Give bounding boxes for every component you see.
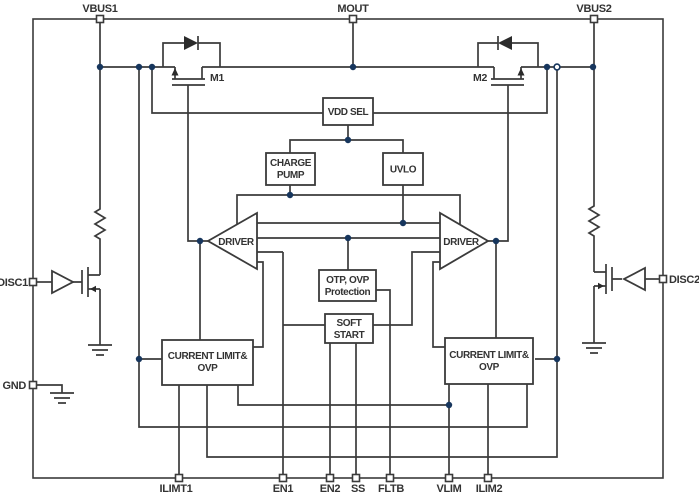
softstart-driver2-wire xyxy=(373,251,440,326)
pin-label-vbus1: VBUS1 xyxy=(82,3,117,15)
terminal-fltb xyxy=(385,473,395,483)
terminal-disc1 xyxy=(28,277,38,287)
m2-label: M2 xyxy=(473,72,487,84)
cl-right-label-2: OVP xyxy=(479,362,500,373)
charge-pump-label-2: PUMP xyxy=(277,170,305,181)
pin-label-gnd: GND xyxy=(2,380,26,392)
m1-symbol xyxy=(172,67,205,86)
pin-label-vlim: VLIM xyxy=(436,483,461,495)
block-driver-right: DRIVER xyxy=(439,211,490,271)
pin-label-en1: EN1 xyxy=(273,483,294,495)
disc1-buffer-icon xyxy=(51,269,75,295)
cl-right-label-1: CURRENT LIMIT& xyxy=(449,350,529,361)
m2-body-diode-loop xyxy=(477,42,539,67)
m2-source-arrow-icon xyxy=(517,68,525,76)
vdd-sel-label: VDD SEL xyxy=(328,107,369,118)
ground-icon-gnd-pin xyxy=(50,392,74,404)
pin-label-en2: EN2 xyxy=(320,483,341,495)
block-soft-start: SOFT START xyxy=(324,313,374,344)
discharge-circuit-left xyxy=(36,267,112,356)
open-junction-icon xyxy=(553,63,561,71)
vbus2-sense-wire xyxy=(206,67,558,458)
cl-left-label-2: OVP xyxy=(198,363,219,374)
terminals: VBUS1 MOUT VBUS2 DISC1 GND DISC2 ILIMT1 … xyxy=(0,3,699,495)
charge-pump-output-wire xyxy=(236,185,461,224)
m1-source-arrow-icon xyxy=(171,68,179,76)
driver1-cl-wire xyxy=(253,261,264,348)
soft-start-label-1: SOFT xyxy=(336,318,361,329)
gnd-pin-circuit xyxy=(36,384,74,404)
soft-start-label-2: START xyxy=(334,330,365,341)
terminal-vbus1 xyxy=(95,14,105,24)
pin-label-disc1: DISC1 xyxy=(0,277,28,289)
discharge-fet-left xyxy=(73,267,100,297)
m1-gate-wire xyxy=(187,85,208,242)
vbus1-sense-wire xyxy=(138,67,528,428)
disc2-buffer-icon xyxy=(622,266,646,292)
discharge-circuit-right xyxy=(582,264,660,354)
terminal-disc2 xyxy=(658,274,668,284)
otp-label-2: Protection xyxy=(325,287,371,298)
discharge-fet-right-arrow-icon xyxy=(598,282,604,290)
block-vdd-sel: VDD SEL xyxy=(322,97,374,126)
discharge-resistor-right xyxy=(587,202,601,240)
ic-boundary xyxy=(32,18,664,479)
discharge-fet-right xyxy=(594,264,622,294)
m1-body-diode-loop xyxy=(162,42,221,67)
m2-symbol xyxy=(491,67,524,86)
terminal-vlim xyxy=(444,473,454,483)
charge-pump-label-1: CHARGE xyxy=(270,158,312,169)
terminal-mout xyxy=(348,14,358,24)
terminal-ilim2 xyxy=(483,473,493,483)
wires xyxy=(93,19,601,478)
m1-label: M1 xyxy=(210,72,224,84)
ground-icon-left-fet xyxy=(88,344,112,356)
fltb-wire xyxy=(376,289,391,478)
driver2-cl-wire xyxy=(432,261,445,348)
ground-icon-right-fet xyxy=(582,342,606,354)
uvlo-label: UVLO xyxy=(390,165,417,176)
block-current-limit-left: CURRENT LIMIT& OVP xyxy=(161,339,254,386)
m1-body-diode-icon xyxy=(184,36,198,50)
pin-label-ss: SS xyxy=(351,483,365,495)
terminal-en2 xyxy=(325,473,335,483)
en1-driver1-wire xyxy=(257,251,325,478)
pin-label-vbus2: VBUS2 xyxy=(576,3,611,15)
otp-label-1: OTP, OVP xyxy=(326,275,369,286)
pin-label-ilim2: ILIM2 xyxy=(476,483,503,495)
cl-right-pin-wires xyxy=(448,384,489,478)
driver-right-label: DRIVER xyxy=(443,237,480,248)
block-driver-left: DRIVER xyxy=(206,211,258,271)
m2-body-diode-icon xyxy=(498,36,512,50)
block-uvlo: UVLO xyxy=(382,152,424,186)
vddsel-input-wires xyxy=(151,67,548,114)
mosfet-m1: M1 xyxy=(162,36,225,86)
cl-left-label-1: CURRENT LIMIT& xyxy=(168,351,248,362)
terminal-vbus2 xyxy=(589,14,599,24)
terminal-en1 xyxy=(278,473,288,483)
discharge-fet-left-arrow-icon xyxy=(90,285,96,293)
block-otp-ovp: OTP, OVP Protection xyxy=(318,269,377,302)
discharge-resistor-left xyxy=(93,205,107,243)
terminal-ilimt1 xyxy=(174,473,184,483)
block-current-limit-right: CURRENT LIMIT& OVP xyxy=(444,337,534,385)
gnd-wire xyxy=(36,384,63,393)
cl-left-pin-wires xyxy=(178,385,449,478)
junction-dots xyxy=(96,63,597,409)
terminal-gnd xyxy=(28,380,38,390)
pin-label-disc2: DISC2 xyxy=(669,274,699,286)
block-charge-pump: CHARGE PUMP xyxy=(265,152,316,186)
pin-label-ilimt1: ILIMT1 xyxy=(159,483,192,495)
terminal-ss xyxy=(351,473,361,483)
m2-gate-wire xyxy=(488,85,509,242)
mosfet-m2: M2 xyxy=(473,36,539,86)
pin-label-mout: MOUT xyxy=(337,3,369,15)
pin-label-fltb: FLTB xyxy=(378,483,404,495)
driver-left-label: DRIVER xyxy=(218,237,255,248)
